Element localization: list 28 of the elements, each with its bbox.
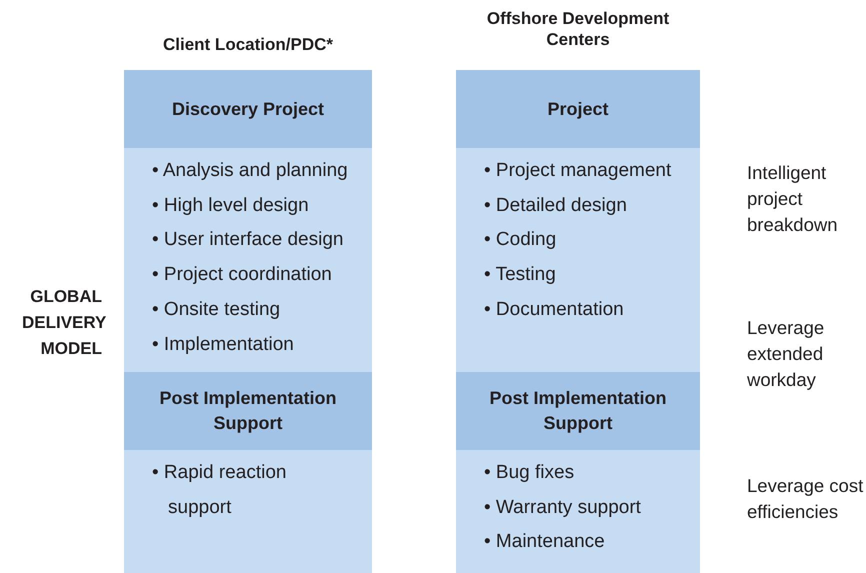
column-title: Client Location/PDC* (162, 34, 334, 55)
bullet-item: • Bug fixes (484, 461, 576, 485)
bullet-item: • Onsite testing (152, 298, 282, 322)
section-title: Discovery Project (170, 98, 326, 121)
bullet-item: • Maintenance (484, 530, 606, 554)
column-title: Offshore Development Centers (486, 8, 670, 50)
section-header (124, 70, 372, 148)
bullet-item: • Documentation (484, 298, 625, 322)
side-note: Leverage extended workday (747, 316, 826, 392)
bullet-item: • Coding (484, 228, 558, 252)
bullet-item: • High level design (152, 194, 310, 218)
bullet-item: • Project coordination (152, 263, 333, 288)
bullet-item: • Analysis and planning (152, 159, 349, 183)
bullet-item: • Rapid reaction support (152, 461, 288, 520)
bullet-item: • Implementation (152, 332, 295, 357)
bullet-item: • User interface design (152, 228, 344, 252)
bullet-item: • Detailed design (484, 194, 628, 218)
side-note: Leverage cost efficiencies (747, 474, 864, 524)
section-title: Post Implementation Support (488, 387, 668, 435)
side-note: Intelligent project breakdown (747, 161, 839, 237)
bullet-item: • Testing (484, 263, 557, 288)
bullet-item: • Warranty support (484, 496, 642, 520)
section-title: Post Implementation Support (158, 387, 338, 435)
section-title: Project (546, 98, 610, 121)
section-header (124, 372, 372, 450)
section-header (456, 372, 700, 450)
bullet-item: • Project management (484, 159, 672, 183)
section-header (456, 70, 700, 148)
